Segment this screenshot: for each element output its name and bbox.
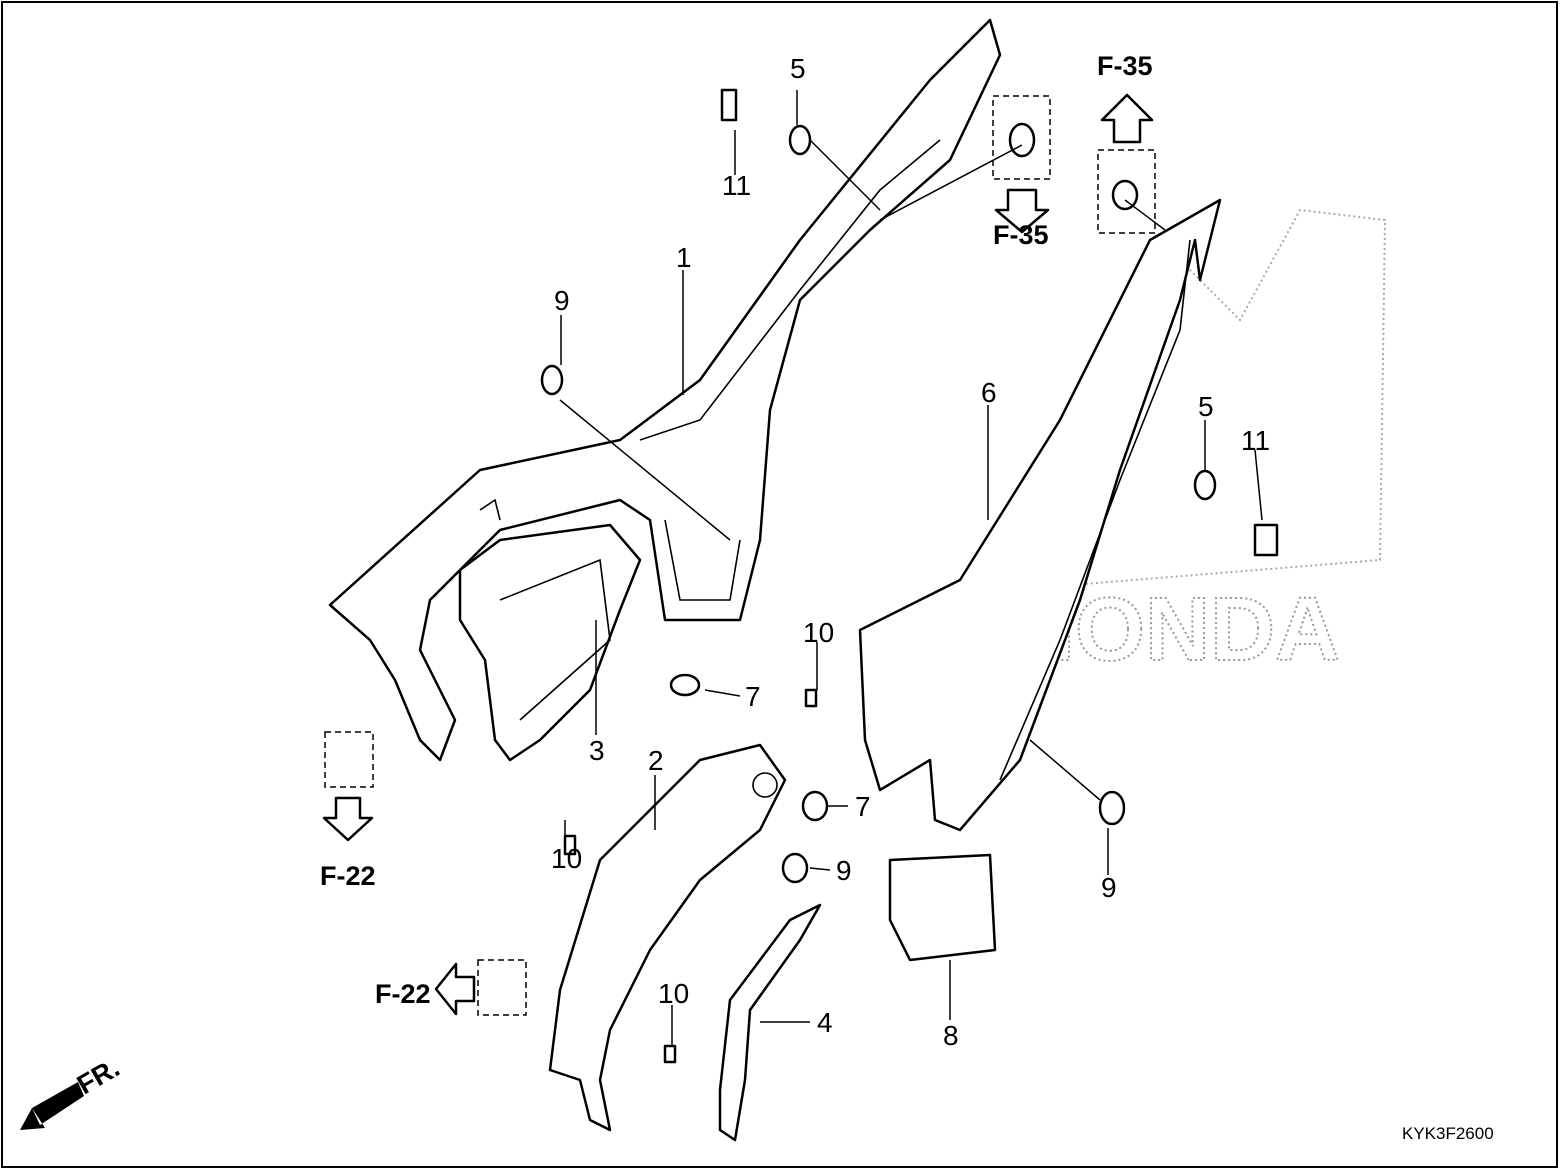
callout-9[interactable]: 9	[836, 855, 852, 886]
bolt-icon	[1253, 523, 1279, 557]
clip-icon	[540, 364, 564, 396]
fasteners	[540, 88, 1279, 1064]
front-direction-arrow-icon	[20, 1082, 84, 1130]
ref-f22[interactable]: F-22	[375, 979, 431, 1009]
arrow-down-icon	[994, 188, 1050, 234]
grommet-icon	[801, 790, 829, 822]
callout-4[interactable]: 4	[817, 1007, 833, 1038]
callout-9[interactable]: 9	[554, 285, 570, 316]
screw-icon	[804, 688, 818, 708]
callout-7[interactable]: 7	[745, 681, 761, 712]
part-1-side-cover-upper[interactable]	[328, 18, 1002, 762]
part-8-panel[interactable]	[888, 853, 997, 962]
callout-8[interactable]: 8	[943, 1020, 959, 1051]
arrow-down-icon	[322, 796, 374, 842]
leader-lines	[324, 90, 1263, 1045]
callout-2[interactable]: 2	[648, 745, 664, 776]
diagram-code: KYK3F2600	[1402, 1124, 1494, 1143]
callout-10[interactable]: 10	[658, 978, 689, 1009]
reference-arrows	[20, 93, 1154, 1130]
callout-10[interactable]: 10	[803, 617, 834, 648]
ref-f22[interactable]: F-22	[320, 861, 376, 891]
part-2-lower-cover[interactable]	[548, 743, 787, 1132]
clip-icon	[781, 852, 809, 884]
callout-11[interactable]: 11	[722, 170, 751, 201]
callout-1[interactable]: 1	[676, 242, 692, 273]
grommet-icon	[1111, 179, 1139, 211]
grommet-icon	[1008, 122, 1036, 158]
callout-3[interactable]: 3	[589, 735, 605, 766]
bolt-icon	[720, 88, 738, 122]
callout-10[interactable]: 10	[551, 843, 582, 874]
clip-icon	[1098, 790, 1126, 826]
grommet-icon	[788, 124, 812, 156]
callout-9[interactable]: 9	[1101, 872, 1117, 903]
ref-f35[interactable]: F-35	[1097, 51, 1153, 81]
ref-f35[interactable]: F-35	[993, 220, 1049, 250]
part-6-side-cover-right[interactable]	[858, 198, 1222, 832]
callout-5[interactable]: 5	[790, 53, 806, 84]
grommet-icon	[669, 673, 701, 697]
callout-6[interactable]: 6	[981, 377, 997, 408]
arrow-left-icon	[434, 962, 476, 1016]
grommet-icon	[1193, 469, 1217, 501]
arrow-up-icon	[1100, 93, 1154, 144]
callout-7[interactable]: 7	[855, 791, 871, 822]
callout-5[interactable]: 5	[1198, 391, 1214, 422]
callout-11[interactable]: 11	[1241, 425, 1270, 456]
screw-icon	[663, 1044, 677, 1064]
part-3-side-cover-inner[interactable]	[458, 523, 642, 762]
part-4-trim[interactable]	[718, 903, 822, 1142]
